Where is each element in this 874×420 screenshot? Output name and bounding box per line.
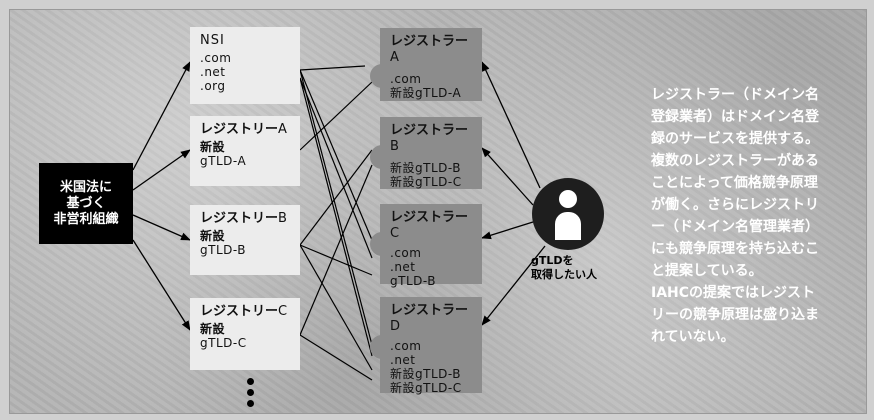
registrar-b-box: レジストラーB 新設gTLD-B 新設gTLD-C xyxy=(370,117,482,189)
nonprofit-line: 基づく xyxy=(66,195,106,211)
tld-line: 新設gTLD-C xyxy=(390,381,462,395)
registrar-title-text: レジストラー xyxy=(390,123,469,138)
tld-line: .com xyxy=(390,339,422,353)
tld-line: gTLD-A xyxy=(200,154,247,168)
tld-line: .com xyxy=(200,51,232,65)
registry-title: レジストリーB xyxy=(200,211,290,227)
registrar-tab xyxy=(370,232,384,256)
registrar-title: レジストラーB xyxy=(390,123,472,155)
arrow-to-nsi xyxy=(132,61,191,171)
person-head-shape xyxy=(559,190,577,208)
tld-line: 新設gTLD-C xyxy=(390,175,462,189)
description-line: リーの競争原理は盛り込ま xyxy=(651,307,819,323)
tld-line: .org xyxy=(200,79,226,93)
arrow-to-registry-b xyxy=(132,214,191,241)
registrar-title-text: レジストラー xyxy=(390,303,469,318)
description-line: ー（ドメイン名管理業者） xyxy=(651,219,819,235)
registry-title: レジストリーA xyxy=(200,122,290,138)
registrar-title: レジストラーA xyxy=(390,34,472,66)
more-registries-ellipsis xyxy=(247,378,255,411)
registrar-title-suffix: D xyxy=(390,319,401,334)
registry-title-text: レジストリー xyxy=(200,211,279,226)
registry-b-box: レジストリーB 新設 gTLD-B xyxy=(190,205,300,275)
registrar-title-suffix: C xyxy=(390,226,400,241)
description-line: が働く。さらにレジストリ xyxy=(651,197,819,213)
registry-registrar-links xyxy=(299,65,373,381)
tld-line: gTLD-B xyxy=(390,274,437,288)
person-caption-line: 取得したい人 xyxy=(531,268,597,281)
description-line: レジストラー（ドメイン名 xyxy=(651,87,819,103)
arrow-to-registrar-c xyxy=(481,221,534,240)
tld-line: 新設gTLD-B xyxy=(390,161,462,175)
registrar-title: レジストラーD xyxy=(390,303,472,335)
description-line: 登録業者）はドメイン名登 xyxy=(651,109,819,125)
tld-line: .net xyxy=(390,353,416,367)
registry-title: NSI xyxy=(200,33,225,48)
tld-line: 新設 xyxy=(200,229,226,243)
person-caption: gTLDを 取得したい人 xyxy=(531,254,621,282)
description-line: IAHCの提案ではレジスト xyxy=(651,285,816,301)
registrar-tab xyxy=(370,64,384,88)
tld-line: gTLD-B xyxy=(200,243,247,257)
person-body-shape xyxy=(555,212,581,240)
description-line: 複数のレジストラーがある xyxy=(651,153,819,169)
description-line: 録のサービスを提供する。 xyxy=(651,131,819,147)
person-caption-line: gTLDを xyxy=(531,254,574,267)
description-line: にも競争原理を持ち込むこ xyxy=(651,241,819,257)
nonprofit-line: 非営利組織 xyxy=(53,211,119,227)
registrar-tab xyxy=(370,145,384,169)
registry-title-suffix: A xyxy=(278,122,287,137)
registrar-title-text: レジストラー xyxy=(390,34,469,49)
ellipsis-dot xyxy=(247,400,254,407)
registry-nsi-box: NSI .com .net .org xyxy=(190,27,300,104)
tld-line: 新設 xyxy=(200,322,226,336)
registrar-tab xyxy=(370,335,384,359)
arrow-to-registrar-a xyxy=(481,61,541,189)
nonprofit-line: 米国法に xyxy=(59,179,112,195)
registry-a-box: レジストリーA 新設 gTLD-A xyxy=(190,116,300,186)
tld-line: 新設gTLD-A xyxy=(390,86,462,100)
description-text: レジストラー（ドメイン名 登録業者）はドメイン名登 録のサービスを提供する。 複… xyxy=(651,84,851,348)
registry-title-suffix: C xyxy=(278,304,288,319)
tld-line: 新設gTLD-B xyxy=(390,367,462,381)
registrar-d-box: レジストラーD .com .net 新設gTLD-B 新設gTLD-C xyxy=(370,297,482,395)
description-line: れていない。 xyxy=(651,329,735,345)
registry-title-text: レジストリー xyxy=(200,122,279,137)
tld-line: .com xyxy=(390,72,422,86)
registry-title: レジストリーC xyxy=(200,304,290,320)
nonprofit-org-box: 米国法に 基づく 非営利組織 xyxy=(39,163,133,244)
tld-line: .com xyxy=(390,246,422,260)
registrar-c-box: レジストラーC .com .net gTLD-B xyxy=(370,204,482,288)
registry-title-suffix: B xyxy=(278,211,287,226)
registry-title-text: レジストリー xyxy=(200,304,279,319)
arrow-to-registry-c xyxy=(132,239,191,331)
registrar-a-box: レジストラーA .com 新設gTLD-A xyxy=(370,28,482,101)
description-line: と提案している。 xyxy=(651,263,763,279)
arrow-to-registrar-d xyxy=(481,245,546,326)
arrow-to-registry-a xyxy=(132,149,191,191)
tld-line: 新設 xyxy=(200,140,226,154)
registrar-title-suffix: A xyxy=(390,50,399,65)
ellipsis-dot xyxy=(247,389,254,396)
registrar-title-text: レジストラー xyxy=(390,210,469,225)
ellipsis-dot xyxy=(247,378,254,385)
description-line: ことによって価格競争原理 xyxy=(651,175,818,191)
registrar-title: レジストラーC xyxy=(390,210,472,242)
user-person-icon xyxy=(532,178,604,250)
registrar-title-suffix: B xyxy=(390,139,399,154)
tld-line: .net xyxy=(200,65,226,79)
tld-line: gTLD-C xyxy=(200,336,247,350)
arrow-to-registrar-b xyxy=(481,147,534,206)
tld-line: .net xyxy=(390,260,416,274)
registry-c-box: レジストリーC 新設 gTLD-C xyxy=(190,298,300,370)
